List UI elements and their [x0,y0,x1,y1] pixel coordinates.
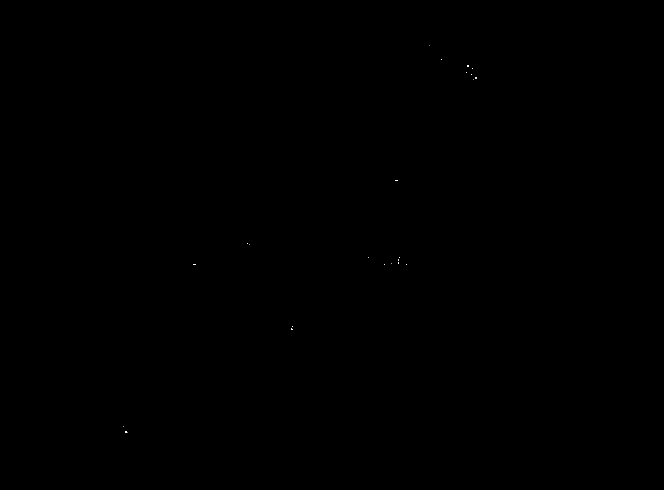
star-speck [471,74,472,75]
star-speck [292,329,293,330]
star-speck [472,68,473,69]
star-speck [399,257,400,258]
star-speck [467,65,469,67]
star-speck [441,59,442,60]
star-speck [291,328,292,330]
star-speck [429,45,430,46]
star-speck [249,244,250,245]
star-speck [473,79,474,80]
star-speck [466,72,467,73]
star-speck [398,259,399,261]
star-speck [398,262,399,264]
star-speck [125,431,127,433]
star-speck [123,426,124,427]
star-speck [395,180,398,181]
star-speck [193,264,196,265]
star-speck [292,326,293,327]
star-speck [368,257,369,258]
star-speck [127,432,128,433]
star-speck [391,263,392,264]
star-speck [406,264,407,265]
star-speck [384,264,385,265]
star-speck [475,77,477,79]
star-speck [247,243,248,244]
